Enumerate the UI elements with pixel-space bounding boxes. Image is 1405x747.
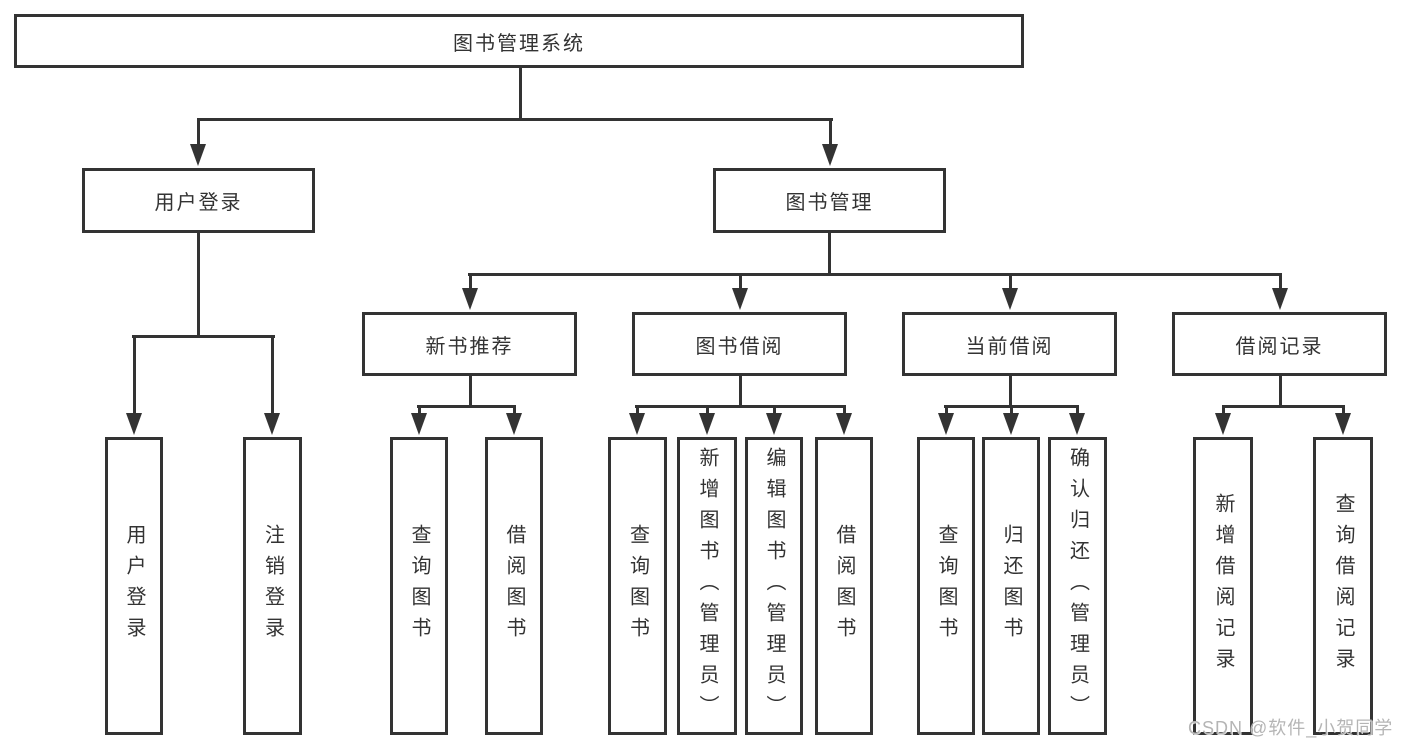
connector-line — [1222, 405, 1345, 408]
leaf-borrow-books-borrow: 借阅图书 — [815, 437, 873, 735]
arrowhead-icon — [506, 413, 522, 435]
node-label: 图书借阅 — [695, 335, 784, 358]
node-label: 图书管理系统 — [453, 32, 585, 55]
node-label: 借阅记录 — [1235, 335, 1324, 358]
connector-line — [1009, 376, 1012, 408]
arrowhead-icon — [1215, 413, 1231, 435]
node-label: 新增图书（管理员） — [696, 446, 718, 726]
connector-line — [513, 405, 516, 415]
connector-line — [1279, 376, 1282, 408]
connector-line — [1076, 405, 1079, 415]
arrowhead-icon — [836, 413, 852, 435]
arrowhead-icon — [732, 288, 748, 310]
leaf-borrow-books-recommend: 借阅图书 — [485, 437, 543, 735]
connector-line — [519, 68, 522, 121]
arrowhead-icon — [938, 413, 954, 435]
connector-line — [197, 118, 200, 146]
arrowhead-icon — [1069, 413, 1085, 435]
leaf-query-books-current: 查询图书 — [917, 437, 975, 735]
connector-line — [739, 273, 742, 290]
node-borrow-records: 借阅记录 — [1172, 312, 1387, 376]
leaf-query-borrow-record: 查询借阅记录 — [1313, 437, 1373, 735]
node-new-book-recommend: 新书推荐 — [362, 312, 577, 376]
node-current-borrow: 当前借阅 — [902, 312, 1117, 376]
connector-line — [828, 233, 831, 276]
leaf-user-login: 用户登录 — [105, 437, 163, 735]
connector-line — [132, 335, 275, 338]
connector-line — [469, 273, 472, 290]
connector-line — [706, 405, 709, 415]
watermark: CSDN @软件_小贺同学 — [1188, 718, 1394, 738]
arrowhead-icon — [264, 413, 280, 435]
arrowhead-icon — [822, 144, 838, 166]
connector-line — [469, 376, 472, 408]
node-label: 新增借阅记录 — [1212, 493, 1234, 679]
arrowhead-icon — [1003, 413, 1019, 435]
node-label: 用户登录 — [123, 524, 145, 648]
arrowhead-icon — [462, 288, 478, 310]
leaf-confirm-return-admin: 确认归还（管理员） — [1048, 437, 1107, 735]
node-label: 查询图书 — [626, 524, 649, 648]
connector-line — [739, 376, 742, 408]
connector-line — [1222, 405, 1225, 415]
node-label: 查询借阅记录 — [1332, 493, 1354, 679]
connector-line — [133, 335, 136, 415]
connector-line — [843, 405, 846, 415]
connector-line — [271, 335, 274, 415]
arrowhead-icon — [699, 413, 715, 435]
connector-line — [468, 273, 1282, 276]
node-label: 查询图书 — [935, 524, 957, 648]
node-label: 图书管理 — [785, 192, 874, 214]
arrowhead-icon — [1272, 288, 1288, 310]
node-user-login: 用户登录 — [82, 168, 315, 233]
leaf-logout: 注销登录 — [243, 437, 302, 735]
arrowhead-icon — [411, 413, 427, 435]
node-label: 归还图书 — [1000, 524, 1022, 648]
connector-line — [1342, 405, 1345, 415]
node-book-management: 图书管理 — [713, 168, 946, 233]
node-label: 编辑图书（管理员） — [763, 446, 785, 726]
arrowhead-icon — [1002, 288, 1018, 310]
connector-line — [418, 405, 421, 415]
node-label: 借阅图书 — [503, 524, 525, 648]
arrowhead-icon — [766, 413, 782, 435]
leaf-add-book-admin: 新增图书（管理员） — [677, 437, 737, 735]
arrowhead-icon — [1335, 413, 1351, 435]
connector-line — [945, 405, 948, 415]
node-label: 借阅图书 — [833, 524, 855, 648]
connector-line — [197, 233, 200, 338]
node-label: 注销登录 — [261, 524, 284, 648]
node-label: 新书推荐 — [425, 335, 514, 358]
node-library-system: 图书管理系统 — [14, 14, 1024, 68]
leaf-query-books-borrow: 查询图书 — [608, 437, 667, 735]
node-label: 查询图书 — [408, 524, 430, 648]
connector-line — [1279, 273, 1282, 290]
connector-line — [1009, 273, 1012, 290]
connector-line — [773, 405, 776, 415]
arrowhead-icon — [190, 144, 206, 166]
connector-line — [1010, 405, 1013, 415]
node-label: 用户登录 — [154, 192, 243, 214]
arrowhead-icon — [126, 413, 142, 435]
connector-line — [636, 405, 639, 415]
leaf-return-book: 归还图书 — [982, 437, 1040, 735]
node-label: 确认归还（管理员） — [1066, 446, 1089, 726]
connector-line — [829, 118, 832, 146]
leaf-query-books-recommend: 查询图书 — [390, 437, 448, 735]
connector-line — [417, 405, 516, 408]
leaf-edit-book-admin: 编辑图书（管理员） — [745, 437, 803, 735]
node-book-borrow: 图书借阅 — [632, 312, 847, 376]
arrowhead-icon — [629, 413, 645, 435]
connector-line — [635, 405, 846, 408]
node-label: 当前借阅 — [965, 335, 1054, 358]
connector-line — [197, 118, 833, 121]
leaf-add-borrow-record: 新增借阅记录 — [1193, 437, 1253, 735]
